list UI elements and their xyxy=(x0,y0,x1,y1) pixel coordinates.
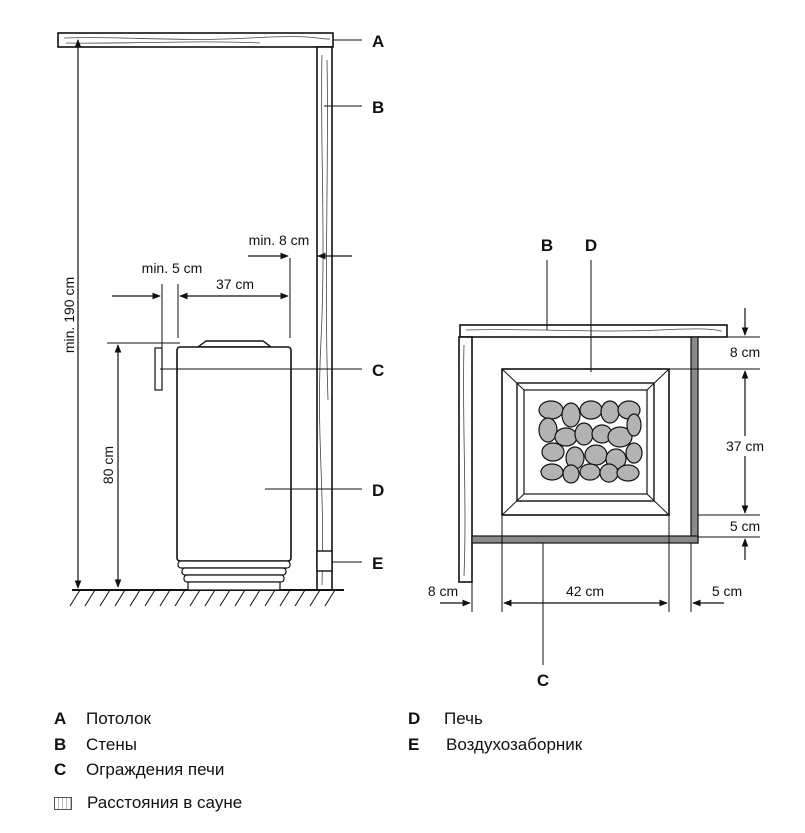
legend-label: Стены xyxy=(86,735,137,754)
legend-note: Расстояния в сауне xyxy=(54,793,242,813)
air-intake xyxy=(316,550,333,572)
legend-item-e: E Воздухозаборник xyxy=(408,735,582,755)
heater-top xyxy=(501,368,670,516)
callout-e: E xyxy=(372,554,383,573)
legend-label: Ограждения печи xyxy=(86,760,225,779)
diagram-icon xyxy=(54,797,72,811)
dim-depth-37: 37 cm xyxy=(726,438,764,454)
callout-top-c: C xyxy=(537,671,549,690)
guard-bottom xyxy=(471,535,699,544)
legend-item-d: D Печь xyxy=(408,709,483,729)
ceiling xyxy=(57,32,334,48)
heater-side xyxy=(176,340,292,591)
dim-bottom-5: 5 cm xyxy=(730,518,760,534)
dim-height-total: min. 190 cm xyxy=(61,277,77,353)
dim-clear-min8: min. 8 cm xyxy=(249,232,310,248)
top-view: 8 cm 37 cm 5 cm 8 cm 42 cm 5 cm B D C xyxy=(428,236,767,690)
legend-item-c: C Ограждения печи xyxy=(54,760,224,780)
legend-key: A xyxy=(54,709,67,728)
legend-label: Воздухозаборник xyxy=(446,735,583,754)
dim-width-37: 37 cm xyxy=(216,276,254,292)
legend-item-a: A Потолок xyxy=(54,709,151,729)
legend-key: B xyxy=(54,735,67,754)
stones xyxy=(538,400,643,484)
dim-width-42: 42 cm xyxy=(566,583,604,599)
legend-label: Печь xyxy=(444,709,483,728)
dim-top-8: 8 cm xyxy=(730,344,760,360)
legend-key: E xyxy=(408,735,420,754)
callout-top-d: D xyxy=(585,236,597,255)
wall xyxy=(316,46,333,591)
dim-height-heater: 80 cm xyxy=(100,446,116,484)
side-view: min. 190 cm 80 cm min. 5 cm 37 cm min. 8… xyxy=(57,32,384,607)
callout-c: C xyxy=(372,361,384,380)
legend-key: C xyxy=(54,760,67,779)
guard-right xyxy=(690,336,699,544)
callout-b: B xyxy=(372,98,384,117)
callout-a: A xyxy=(372,32,384,51)
sauna-distances-diagram: min. 190 cm 80 cm min. 5 cm 37 cm min. 8… xyxy=(57,32,767,690)
legend: A Потолок B Стены C Ограждения печи D Печь E… xyxy=(0,700,805,833)
legend-note-text: Расстояния в сауне xyxy=(87,793,243,812)
dim-left-8: 8 cm xyxy=(428,583,458,599)
dim-clear-min5: min. 5 cm xyxy=(142,260,203,276)
callout-d: D xyxy=(372,481,384,500)
wall-left xyxy=(458,336,473,583)
legend-key: D xyxy=(408,709,421,728)
dim-right-5: 5 cm xyxy=(712,583,742,599)
callout-top-b: B xyxy=(541,236,553,255)
legend-item-b: B Стены xyxy=(54,735,137,755)
legend-label: Потолок xyxy=(86,709,151,728)
